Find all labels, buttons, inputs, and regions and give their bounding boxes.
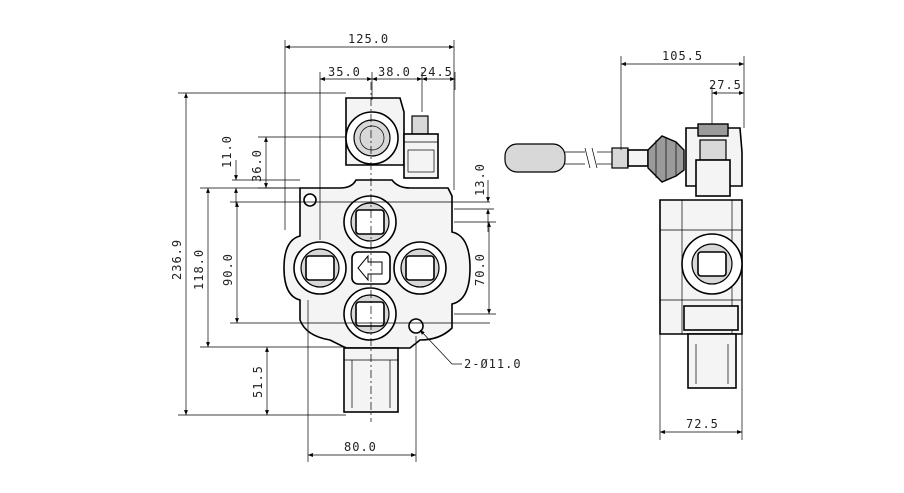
center-boss xyxy=(351,251,391,285)
dim-top-a: 35.0 xyxy=(328,65,361,79)
front-dimensions: 125.0 35.0 38.0 24.5 236.9 118.0 90.0 36… xyxy=(170,32,522,462)
mount-hole-bottom xyxy=(408,318,424,334)
lever-stud xyxy=(411,115,429,135)
dim-left-36: 36.0 xyxy=(250,149,264,182)
dim-holes: 2-Ø11.0 xyxy=(464,357,522,371)
dim-right-13: 13.0 xyxy=(473,163,487,196)
flow-arrow xyxy=(357,254,383,282)
dim-left-118: 118.0 xyxy=(192,249,206,290)
side-dimensions: 105.5 27.5 72.5 xyxy=(620,49,745,440)
side-view xyxy=(504,123,743,389)
dim-top-b: 38.0 xyxy=(378,65,411,79)
lever-knob xyxy=(504,143,566,173)
dim-bottom-80: 80.0 xyxy=(344,440,377,454)
dim-left-90: 90.0 xyxy=(221,253,235,286)
top-port-inner xyxy=(353,119,391,157)
dim-side-small: 27.5 xyxy=(709,78,742,92)
dim-left-small: 11.0 xyxy=(220,135,234,168)
dim-right-70: 70.0 xyxy=(473,253,487,286)
front-view xyxy=(283,82,471,422)
dim-side-top: 105.5 xyxy=(662,49,703,63)
dim-left-total: 236.9 xyxy=(170,239,184,280)
side-bottom-cap xyxy=(687,333,737,389)
mount-hole-top xyxy=(303,193,317,207)
bottom-cap xyxy=(343,347,399,413)
dim-left-51: 51.5 xyxy=(251,365,265,398)
dim-top-width: 125.0 xyxy=(348,32,389,46)
dim-top-c: 24.5 xyxy=(420,65,453,79)
dim-side-bottom: 72.5 xyxy=(686,417,719,431)
